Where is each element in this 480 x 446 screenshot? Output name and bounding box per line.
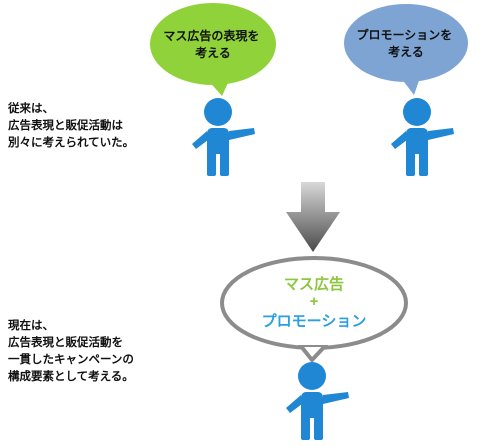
note-after-line-1: 現在は、 — [8, 320, 54, 332]
note-after: 現在は、 広告表現と販促活動を 一貫したキャンペーンの 構成要素として考える。 — [8, 318, 134, 386]
note-before: 従来は、 広告表現と販促活動は 別々に考えられていた。 — [8, 101, 134, 152]
bubble-mass-line-1: マス広告の表現を — [163, 28, 259, 43]
bubble-promo-line-2: 考える — [388, 44, 424, 59]
svg-text:プロモーションを 考える: プロモーションを 考える — [356, 27, 455, 59]
oval-promotion-text: プロモーション — [262, 313, 367, 330]
svg-text:マス広告の表現を 考える: マス広告の表現を 考える — [163, 28, 262, 60]
oval-plus-text: + — [310, 293, 319, 310]
speech-bubble-promotion: プロモーションを 考える — [344, 4, 468, 95]
note-after-line-3: 一貫したキャンペーンの — [8, 354, 134, 366]
note-before-line-3: 別々に考えられていた。 — [8, 137, 135, 149]
person-icon — [286, 362, 349, 440]
speech-bubble-mass-ad: マス広告の表現を 考える — [150, 3, 276, 96]
bubble-promo-line-1: プロモーションを — [356, 27, 452, 42]
note-after-line-2: 広告表現と販促活動を — [8, 337, 123, 349]
person-icon — [192, 98, 255, 176]
oval-mass-ad-text: マス広告 — [284, 275, 344, 293]
person-icon — [391, 98, 454, 176]
combined-oval: マス広告 + プロモーション — [220, 256, 408, 362]
bubble-mass-line-2: 考える — [195, 45, 231, 60]
note-before-line-2: 広告表現と販促活動は — [8, 120, 123, 132]
note-after-line-4: 構成要素として考える。 — [8, 371, 134, 383]
note-before-line-1: 従来は、 — [8, 103, 54, 115]
down-arrow-icon — [286, 182, 340, 252]
